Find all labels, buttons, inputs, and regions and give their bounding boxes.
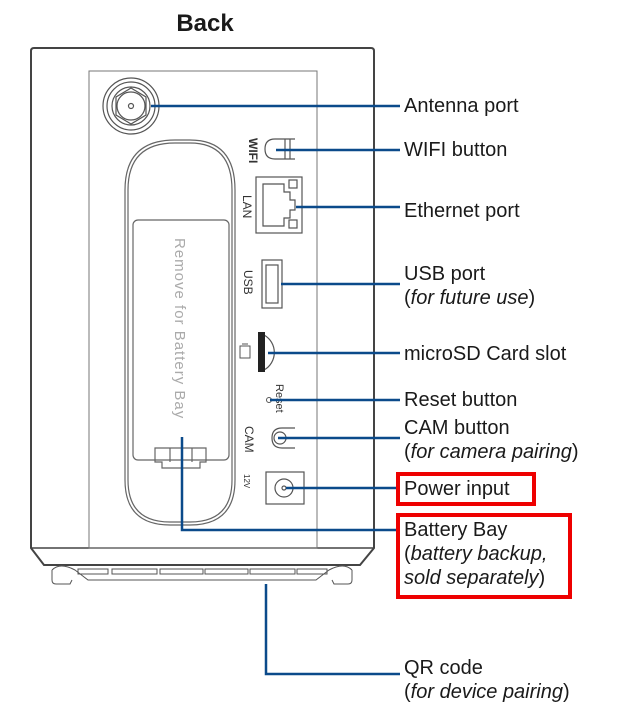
- leader-qr: [264, 584, 400, 676]
- callout-usb-port: USB port (for future use): [404, 263, 536, 309]
- battery-bay-door: [124, 139, 236, 526]
- base-vents: [51, 565, 353, 585]
- callout-power-input: Power input: [404, 478, 510, 500]
- callout-cam-button: CAM button (for camera pairing): [404, 417, 579, 463]
- power-port-label: 12V: [242, 474, 251, 489]
- ethernet-port-icon: [255, 176, 303, 234]
- callout-microsd-slot: microSD Card slot: [404, 343, 567, 365]
- usb-port-label: USB: [241, 270, 255, 295]
- battery-bay-highlight: [396, 513, 572, 599]
- lan-port-label: LAN: [240, 195, 254, 218]
- battery-cover-text: Remove for Battery Bay: [171, 238, 188, 419]
- power-input-highlight: [396, 472, 536, 506]
- callout-ethernet-port: Ethernet port: [404, 200, 520, 222]
- callout-antenna-port: Antenna port: [404, 95, 519, 117]
- callout-qr-code: QR code (for device pairing): [404, 657, 570, 703]
- rear-panel: [88, 70, 318, 549]
- cam-port-label: CAM: [242, 426, 256, 453]
- callout-reset-button: Reset button: [404, 389, 518, 411]
- callout-battery-bay: Battery Bay (battery backup, sold separa…: [404, 519, 548, 589]
- wifi-port-label: WIFI: [246, 138, 260, 163]
- leader-battery: [180, 437, 398, 532]
- callout-wifi-button: WIFI button: [404, 139, 508, 161]
- diagram-title: Back: [176, 10, 234, 37]
- reset-port-label: Reset: [273, 384, 285, 413]
